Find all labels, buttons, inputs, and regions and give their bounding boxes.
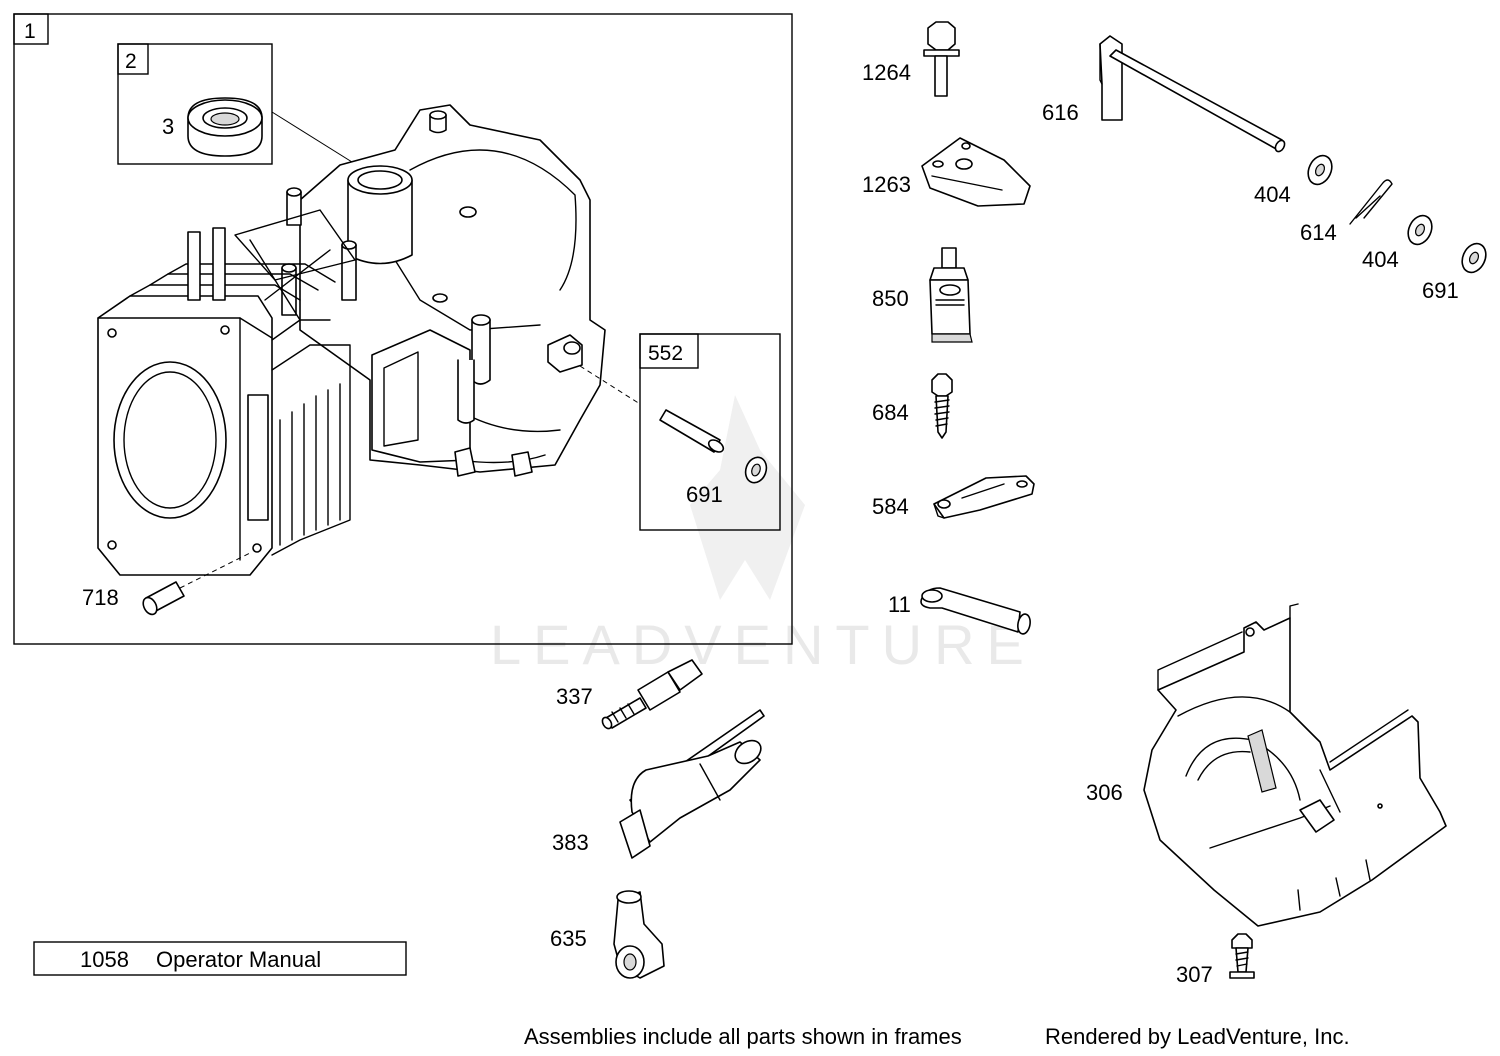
engine-block-part xyxy=(97,104,606,576)
frame-1-border xyxy=(13,13,793,645)
washer-404-b-part xyxy=(1407,214,1433,246)
frame-552-tag xyxy=(639,333,699,369)
footer-credit: Rendered by LeadVenture, Inc. xyxy=(1045,1024,1350,1049)
footer-note: Assemblies include all parts shown in fr… xyxy=(524,1024,962,1049)
dowel-pin-718-part xyxy=(142,581,185,616)
oil-seal-part xyxy=(187,97,263,157)
spark-plug-boot-635-part xyxy=(613,890,665,979)
frame-552-border xyxy=(639,333,781,531)
callout-404-b: 404 xyxy=(1362,247,1399,272)
callout-718: 718 xyxy=(82,585,119,610)
callout-383: 383 xyxy=(552,830,589,855)
bolt-1264-part xyxy=(923,21,960,97)
plate-1263-part xyxy=(921,137,1031,207)
sealant-tube-850-part xyxy=(929,247,973,343)
callout-614: 614 xyxy=(1300,220,1337,245)
frame-2-label: 2 xyxy=(125,50,137,73)
callout-850: 850 xyxy=(872,286,909,311)
hairpin-clip-614-part xyxy=(1349,179,1393,225)
callout-3: 3 xyxy=(162,114,174,139)
rod-616-part xyxy=(1099,35,1286,153)
watermark: LEADVENTURE xyxy=(490,395,1024,676)
manual-title: Operator Manual xyxy=(156,947,321,972)
spark-plug-337-part xyxy=(601,659,703,730)
washer-404-a-part xyxy=(1307,154,1333,186)
operator-manual-box xyxy=(33,941,407,976)
pin-552-part xyxy=(659,409,725,453)
callout-635: 635 xyxy=(550,926,587,951)
callout-691-frame: 691 xyxy=(686,482,723,507)
callout-306: 306 xyxy=(1086,780,1123,805)
callout-307: 307 xyxy=(1176,962,1213,987)
callout-337: 337 xyxy=(556,684,593,709)
screw-307-part xyxy=(1229,933,1255,979)
washer-691-b-part xyxy=(1461,242,1487,274)
manual-number: 1058 xyxy=(80,947,129,972)
callout-1264: 1264 xyxy=(862,60,911,85)
frame-2-tag xyxy=(117,43,149,75)
frame-2-border xyxy=(117,43,273,165)
spark-plug-wrench-383-part xyxy=(619,709,765,859)
screw-684-part xyxy=(931,373,953,439)
washer-691-frame-part xyxy=(744,456,768,484)
leader-718-dashed xyxy=(179,552,251,589)
callout-684: 684 xyxy=(872,400,909,425)
hose-11-part xyxy=(920,587,1031,635)
frame-1-label: 1 xyxy=(24,20,36,43)
callout-404-a: 404 xyxy=(1254,182,1291,207)
callout-11: 11 xyxy=(888,592,911,617)
frame-552-label: 552 xyxy=(648,342,683,365)
frame-1-tag xyxy=(13,13,49,45)
shroud-306-part xyxy=(1143,603,1447,927)
callout-691-b: 691 xyxy=(1422,278,1459,303)
gasket-plate-584-part xyxy=(933,475,1035,519)
leader-552-dashed xyxy=(579,365,641,405)
callout-616: 616 xyxy=(1042,100,1079,125)
watermark-flame-icon xyxy=(690,395,805,600)
callout-1263: 1263 xyxy=(862,172,911,197)
callout-584: 584 xyxy=(872,494,909,519)
